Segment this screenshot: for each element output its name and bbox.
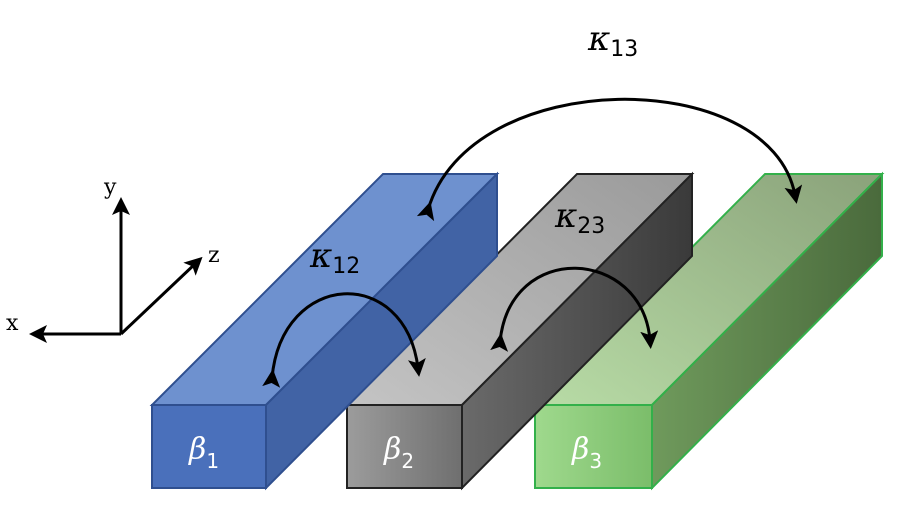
waveguide-3-symbol: β [571, 432, 589, 467]
x-axis-label: x [6, 311, 19, 336]
z-axis-arrow [119, 256, 203, 336]
coupling-13-index: 13 [610, 37, 638, 62]
coupling-label-23: κ23 [554, 196, 605, 239]
coordinate-axes: y z x [6, 175, 220, 343]
z-axis-label: z [208, 243, 220, 268]
coupling-arrow-23 [490, 266, 659, 352]
coupling-arrow-13 [416, 97, 803, 222]
waveguide-1-index: 1 [206, 449, 219, 473]
waveguide-2-front-face [346, 404, 463, 489]
waveguide-1-symbol: β [188, 432, 206, 467]
waveguide-3-label: β3 [571, 432, 602, 473]
coupling-23-symbol: κ [554, 196, 577, 236]
waveguide-1-label: β1 [188, 432, 219, 473]
coupling-arrow-12 [262, 292, 426, 388]
coupling-label-12: κ12 [309, 236, 360, 279]
coupling-arrows [262, 97, 803, 388]
waveguide-1: β1 [149, 171, 500, 491]
waveguide-2-index: 2 [401, 449, 414, 473]
waveguide-2-symbol: β [383, 432, 401, 467]
waveguide-3-index: 3 [589, 449, 602, 473]
waveguide-3-front-face [534, 404, 653, 489]
y-axis-label: y [103, 175, 117, 200]
coupling-23-index: 23 [577, 214, 605, 239]
waveguide-1-front-face [151, 404, 267, 489]
waveguide-2-label: β2 [383, 432, 414, 473]
coupling-12-index: 12 [332, 254, 360, 279]
coupling-label-13: κ13 [587, 19, 638, 62]
coupling-12-symbol: κ [309, 236, 332, 276]
coupling-13-symbol: κ [587, 19, 610, 59]
